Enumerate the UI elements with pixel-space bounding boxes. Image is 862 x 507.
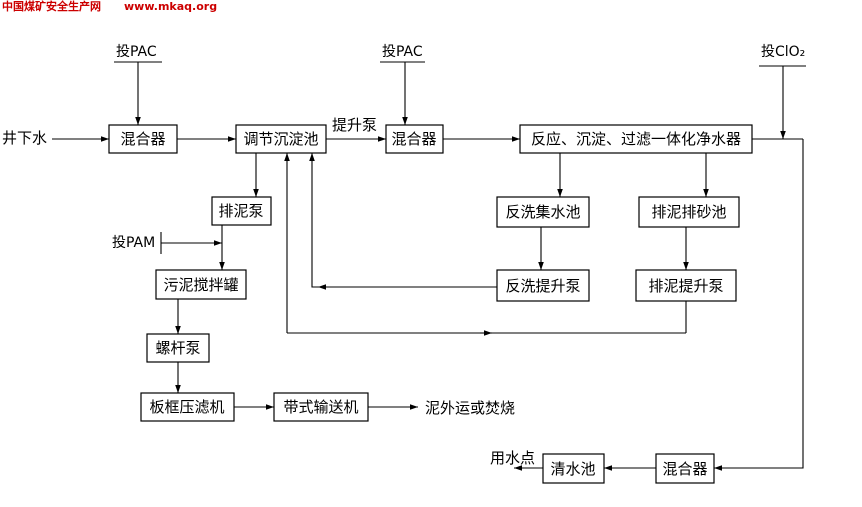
- svg-text:调节沉淀池: 调节沉淀池: [243, 130, 318, 148]
- svg-text:反应、沉淀、过滤一体化净水器: 反应、沉淀、过滤一体化净水器: [531, 130, 741, 148]
- clear-water-pool-node: 清水池: [542, 453, 605, 484]
- backwash-lift-pump-node: 反洗提升泵: [496, 269, 590, 302]
- svg-text:混合器: 混合器: [662, 460, 707, 478]
- svg-text:板框压滤机: 板框压滤机: [149, 398, 224, 416]
- svg-text:反洗集水池: 反洗集水池: [505, 203, 580, 221]
- dose-pam-label: 投PAM: [112, 235, 155, 251]
- svg-text:排泥泵: 排泥泵: [218, 202, 263, 220]
- mixer-2-node: 混合器: [385, 124, 444, 154]
- filter-press-node: 板框压滤机: [140, 392, 235, 422]
- sludge-out-label: 泥外运或焚烧: [425, 399, 515, 417]
- mixer-3-node: 混合器: [655, 453, 715, 484]
- svg-text:混合器: 混合器: [120, 130, 165, 148]
- sludge-sand-pool-node: 排泥排砂池: [638, 196, 740, 228]
- watermark-site-name: 中国煤矿安全生产网: [2, 0, 101, 13]
- svg-text:螺杆泵: 螺杆泵: [155, 339, 200, 357]
- belt-conveyor-node: 带式输送机: [273, 392, 369, 422]
- svg-text:排泥提升泵: 排泥提升泵: [648, 277, 723, 295]
- flow-connectors: [52, 62, 804, 471]
- sludge-lift-pump-node: 排泥提升泵: [635, 269, 737, 302]
- mixer-1-node: 混合器: [108, 124, 178, 154]
- integrated-purifier-node: 反应、沉淀、过滤一体化净水器: [519, 124, 753, 154]
- dose-pac-2-label: 投PAC: [382, 44, 423, 60]
- watermark-url: www.mkaq.org: [124, 0, 217, 13]
- svg-text:污泥搅拌罐: 污泥搅拌罐: [163, 276, 238, 294]
- mine-water-label: 井下水: [2, 129, 47, 147]
- sludge-pump-node: 排泥泵: [211, 196, 272, 226]
- sludge-stir-tank-node: 污泥搅拌罐: [155, 269, 247, 300]
- svg-text:反洗提升泵: 反洗提升泵: [505, 277, 580, 295]
- svg-text:排泥排砂池: 排泥排砂池: [651, 203, 726, 221]
- dose-clo2-label: 投ClO₂: [761, 44, 805, 60]
- regulating-sedimentation-tank-node: 调节沉淀池: [235, 124, 327, 154]
- svg-text:清水池: 清水池: [550, 460, 595, 478]
- svg-text:混合器: 混合器: [391, 130, 436, 148]
- lift-pump-label: 提升泵: [332, 116, 377, 134]
- backwash-collection-pool-node: 反洗集水池: [496, 196, 590, 228]
- screw-pump-node: 螺杆泵: [146, 333, 210, 363]
- use-point-label: 用水点: [490, 449, 535, 467]
- svg-text:带式输送机: 带式输送机: [283, 398, 358, 416]
- dose-pac-1-label: 投PAC: [116, 44, 157, 60]
